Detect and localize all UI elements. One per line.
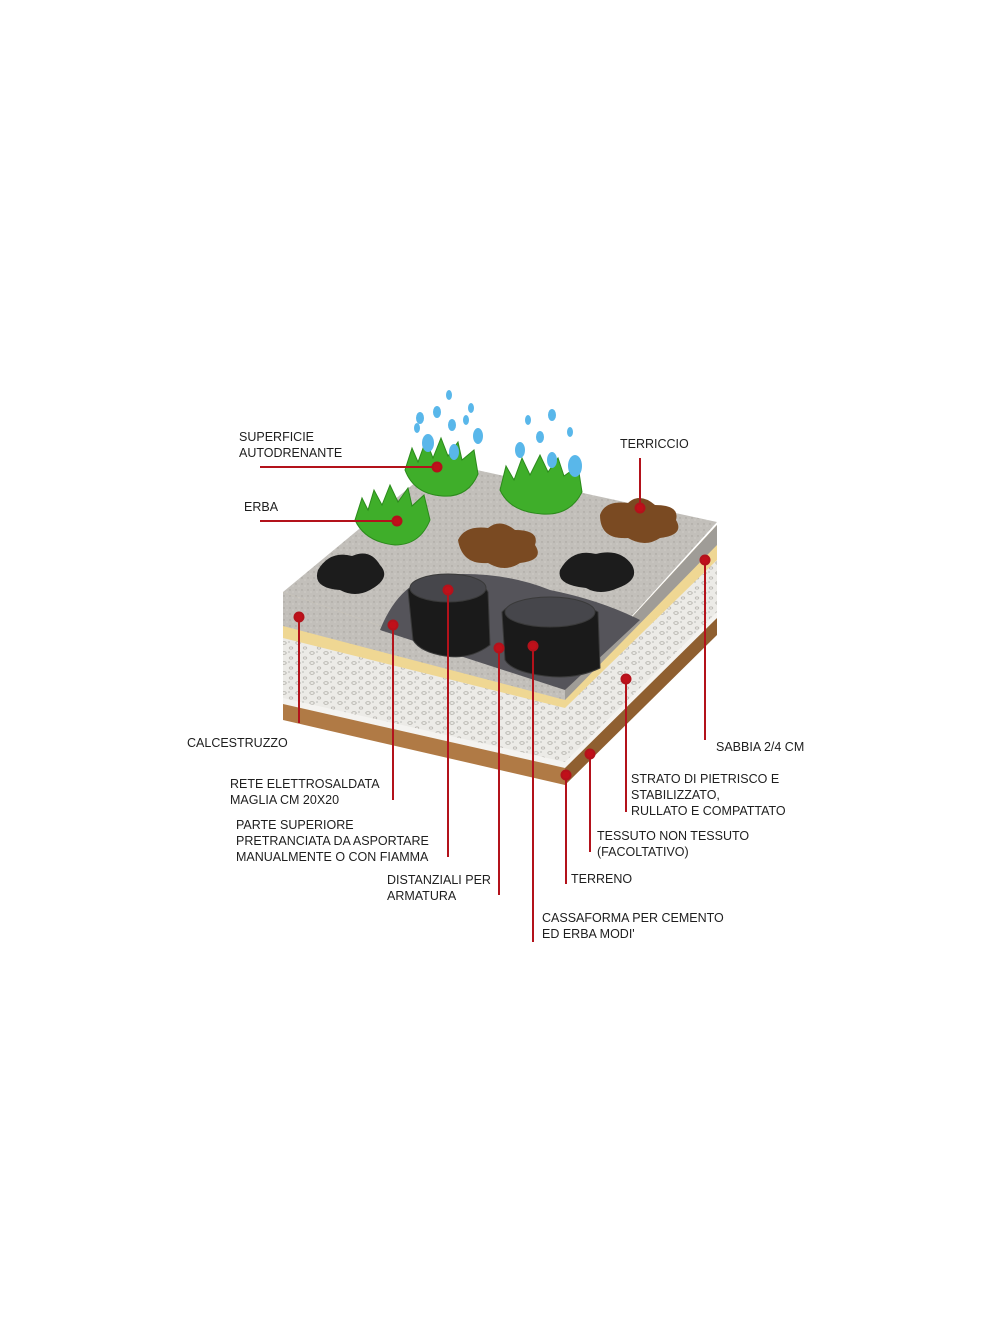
right-face	[565, 525, 717, 785]
label-terreno: TERRENO	[571, 871, 632, 887]
label-line: ARMATURA	[387, 889, 457, 903]
label-tessuto-non-tessuto: TESSUTO NON TESSUTO (FACOLTATIVO)	[597, 828, 749, 860]
label-line: SABBIA 2/4 CM	[716, 740, 805, 754]
label-line: MAGLIA CM 20X20	[230, 793, 340, 807]
label-line: RULLATO E COMPATTATO	[631, 804, 786, 818]
label-calcestruzzo: CALCESTRUZZO	[187, 735, 288, 751]
label-line: ED ERBA MODI'	[542, 927, 635, 941]
label-line: PRETRANCIATA DA ASPORTARE	[236, 834, 429, 848]
label-line: SUPERFICIE	[239, 430, 315, 444]
leader-lines	[260, 458, 711, 942]
label-strato-pietrisco: STRATO DI PIETRISCO E STABILIZZATO, RULLAT…	[631, 771, 786, 819]
label-erba: ERBA	[244, 499, 278, 515]
label-line: DISTANZIALI PER	[387, 873, 491, 887]
label-line: PARTE SUPERIORE	[236, 818, 354, 832]
label-line: STABILIZZATO,	[631, 788, 720, 802]
label-cassaforma: CASSAFORMA PER CEMENTO ED ERBA MODI'	[542, 910, 724, 942]
label-line: MANUALMENTE O CON FIAMMA	[236, 850, 429, 864]
label-line: CASSAFORMA PER CEMENTO	[542, 911, 724, 925]
formwork-holes	[316, 552, 635, 594]
label-line: TERRICCIO	[620, 437, 689, 451]
label-line: AUTODRENANTE	[239, 446, 343, 460]
water-drops-icon	[414, 390, 582, 477]
label-line: CALCESTRUZZO	[187, 736, 288, 750]
label-line: TERRENO	[571, 872, 633, 886]
label-sabbia: SABBIA 2/4 CM	[716, 739, 804, 755]
label-line: (FACOLTATIVO)	[597, 845, 689, 859]
label-line: TESSUTO NON TESSUTO	[597, 829, 750, 843]
label-line: RETE ELETTROSALDATA	[230, 777, 380, 791]
label-terriccio: TERRICCIO	[620, 436, 689, 452]
label-parte-superiore: PARTE SUPERIORE PRETRANCIATA DA ASPORTARE…	[236, 817, 429, 865]
label-distanziali: DISTANZIALI PER ARMATURA	[387, 872, 491, 904]
label-superficie-autodrenante: SUPERFICIE AUTODRENANTE	[239, 429, 342, 461]
label-rete-elettrosaldata: RETE ELETTROSALDATA MAGLIA CM 20X20	[230, 776, 380, 808]
label-line: ERBA	[244, 500, 279, 514]
label-line: STRATO DI PIETRISCO E	[631, 772, 780, 786]
soil-patches	[458, 497, 679, 568]
